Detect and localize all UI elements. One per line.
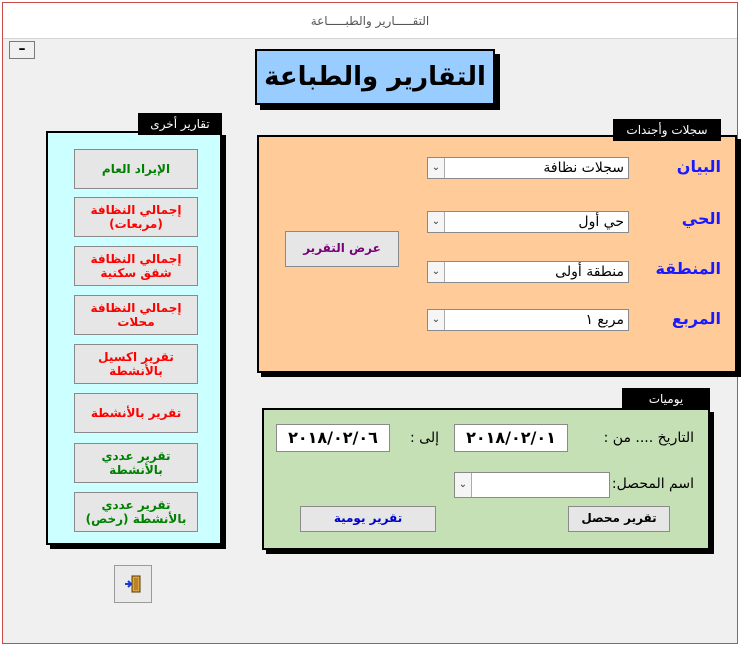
other-reports-panel: تقارير أخرى الإيراد العام إجمالي النظافة… [46, 113, 222, 545]
area-label: المنطقة [655, 259, 721, 278]
district-combo[interactable]: ⌄ حي أول [427, 211, 629, 233]
date-from-field[interactable]: ٢٠١٨/٠٢/٠١ [454, 424, 568, 452]
block-combo[interactable]: ⌄ مربع ١ [427, 309, 629, 331]
chevron-down-icon[interactable]: ⌄ [428, 212, 445, 232]
statement-label: البيان [676, 157, 721, 176]
cleaning-total-apartments-button[interactable]: إجمالي النظافة شقق سكنية [74, 246, 198, 286]
district-value: حي أول [578, 214, 624, 230]
daily-tab-label: يوميات [622, 388, 710, 410]
minimize-button[interactable]: – [9, 41, 35, 59]
show-report-button[interactable]: عرض التقرير [285, 231, 399, 267]
report-window: التقـــــارير والطبـــــاعة – التقارير و… [2, 2, 738, 644]
cleaning-total-shops-button[interactable]: إجمالي النظافة محلات [74, 295, 198, 335]
chevron-down-icon[interactable]: ⌄ [455, 473, 472, 497]
collector-report-button[interactable]: تقرير محصل [568, 506, 670, 532]
statement-combo[interactable]: ⌄ سجلات نظافة [427, 157, 629, 179]
numeric-licenses-report-button[interactable]: تقرير عددي بالأنشطة (رخص) [74, 492, 198, 532]
collector-combo[interactable]: ⌄ [454, 472, 610, 498]
block-value: مربع ١ [585, 312, 624, 328]
general-revenue-button[interactable]: الإيراد العام [74, 149, 198, 189]
window-title: التقـــــارير والطبـــــاعة [3, 3, 737, 39]
cleaning-total-blocks-button[interactable]: إجمالي النظافة (مربعات) [74, 197, 198, 237]
records-tab-label: سجلات وأجندات [613, 119, 721, 141]
chevron-down-icon[interactable]: ⌄ [428, 158, 445, 178]
activities-report-button[interactable]: تقرير بالأنشطة [74, 393, 198, 433]
date-to-field[interactable]: ٢٠١٨/٠٢/٠٦ [276, 424, 390, 452]
collector-label: اسم المحصل: [611, 476, 694, 492]
date-from-label: التاريخ .... من : [603, 430, 694, 446]
district-label: الحي [681, 209, 721, 228]
excel-activities-report-button[interactable]: تقرير اكسيل بالأنشطة [74, 344, 198, 384]
statement-value: سجلات نظافة [543, 160, 624, 176]
other-reports-tab-label: تقارير أخرى [138, 113, 222, 135]
chevron-down-icon[interactable]: ⌄ [428, 310, 445, 330]
area-combo[interactable]: ⌄ منطقة أولى [427, 261, 629, 283]
exit-door-icon [125, 575, 141, 593]
daily-report-button[interactable]: تقرير يومية [300, 506, 436, 532]
exit-button[interactable] [114, 565, 152, 603]
numeric-activities-report-button[interactable]: تقرير عددي بالأنشطة [74, 443, 198, 483]
chevron-down-icon[interactable]: ⌄ [428, 262, 445, 282]
collector-value [472, 473, 609, 497]
page-title: التقارير والطباعة [255, 49, 495, 105]
daily-panel: يوميات التاريخ .... من : ٢٠١٨/٠٢/٠١ إلى … [262, 388, 710, 550]
block-label: المربع [671, 309, 721, 328]
date-to-label: إلى : [410, 430, 439, 446]
records-panel: سجلات وأجندات البيان ⌄ سجلات نظافة الحي … [257, 119, 737, 373]
area-value: منطقة أولى [555, 264, 624, 280]
